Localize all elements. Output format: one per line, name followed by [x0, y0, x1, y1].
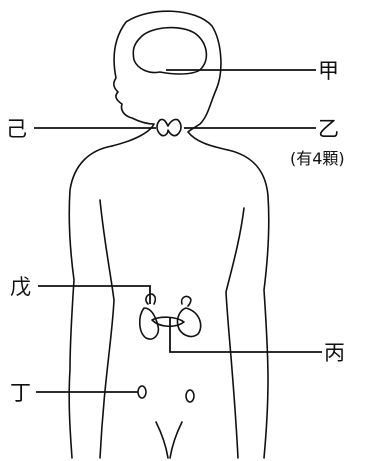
label-ding: 丁	[10, 381, 31, 405]
arm-right-inner	[226, 208, 244, 458]
leader-wu	[38, 286, 150, 304]
arm-left-inner	[100, 200, 114, 458]
right-ovary	[186, 390, 194, 402]
torso-left	[69, 146, 112, 458]
label-bing: 丙	[324, 341, 345, 365]
label-yi: 乙	[318, 117, 339, 141]
label-jia: 甲	[318, 59, 339, 83]
head-outline	[112, 11, 228, 150]
left-ovary	[138, 386, 146, 398]
brain	[133, 28, 206, 74]
leader-bing	[170, 318, 322, 352]
label-ji: 己	[6, 117, 27, 141]
right-kidney	[177, 308, 200, 336]
right-adrenal	[182, 296, 191, 306]
label-wu: 戊	[10, 275, 31, 299]
torso-right	[228, 150, 269, 458]
legs	[156, 422, 182, 458]
thyroid	[157, 119, 181, 135]
label-yi-note: (有4顆)	[290, 149, 345, 168]
